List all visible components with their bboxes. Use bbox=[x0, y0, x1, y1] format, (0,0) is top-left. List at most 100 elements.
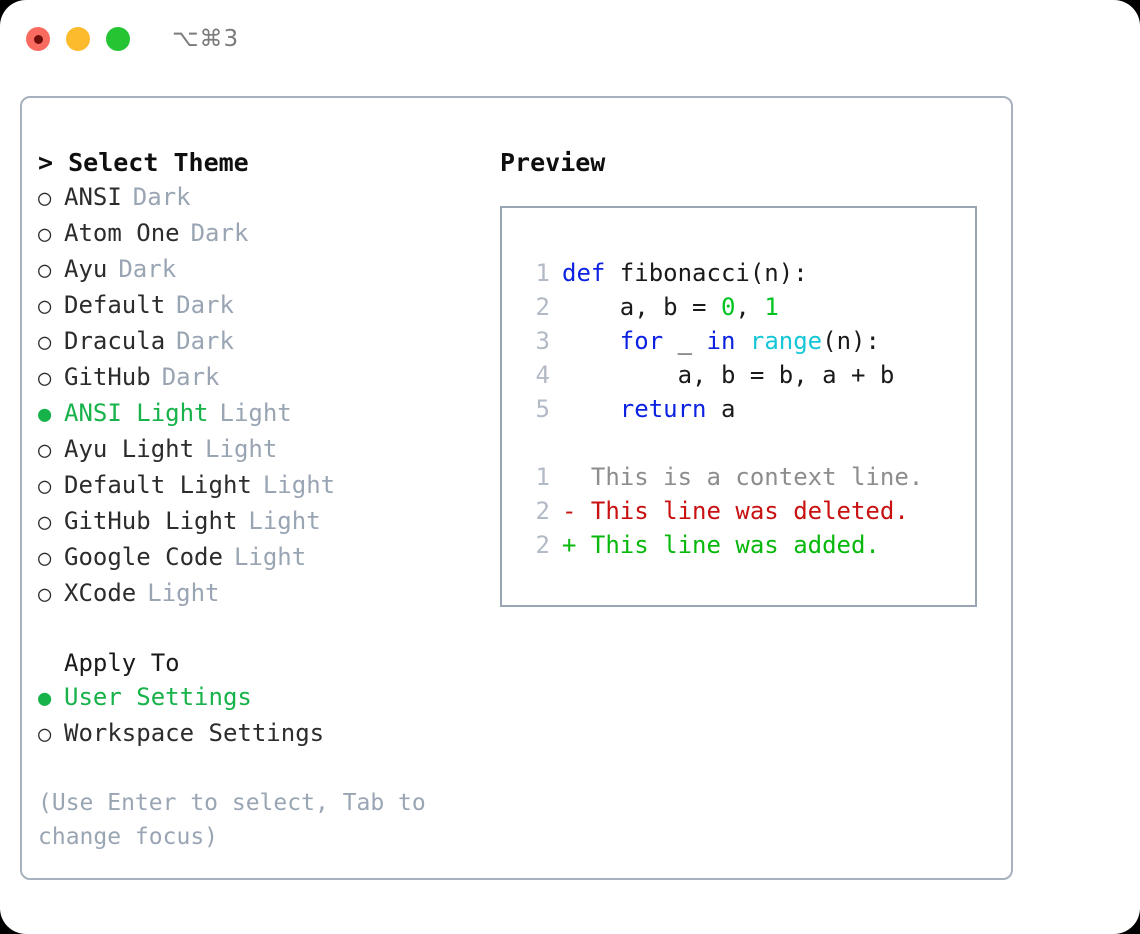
theme-option-label: Atom One bbox=[64, 219, 180, 247]
code-token bbox=[562, 327, 620, 355]
code-token: range bbox=[749, 327, 823, 355]
code-token: for bbox=[619, 327, 664, 355]
code-token: in bbox=[706, 327, 736, 355]
radio-unselected-icon: ○ bbox=[38, 366, 52, 391]
radio-unselected-icon: ○ bbox=[38, 438, 52, 463]
diff-line-add: 2 + This line was added. bbox=[520, 528, 975, 562]
line-number: 1 bbox=[535, 463, 550, 491]
theme-option-variant: Light bbox=[248, 507, 321, 535]
radio-unselected-icon: ○ bbox=[38, 546, 52, 571]
code-token: _ bbox=[663, 327, 707, 355]
code-token: def bbox=[562, 259, 606, 287]
diff-line-text: This is a context line. bbox=[562, 463, 924, 491]
window-title: ⌥⌘3 bbox=[172, 26, 240, 52]
code-line: 5 return a bbox=[520, 392, 975, 426]
diff-line-ctx: 1 This is a context line. bbox=[520, 460, 975, 494]
theme-option-label: GitHub bbox=[64, 363, 151, 391]
diff-line-del: 2- This line was deleted. bbox=[520, 494, 975, 528]
list-spacer bbox=[38, 612, 508, 646]
code-token bbox=[562, 395, 620, 423]
theme-option-variant: Dark bbox=[161, 363, 220, 391]
radio-unselected-icon: ○ bbox=[38, 474, 52, 499]
theme-option-variant: Dark bbox=[176, 327, 234, 355]
theme-option-label: ANSI bbox=[64, 183, 122, 211]
code-diff-gap bbox=[520, 426, 975, 460]
radio-unselected-icon: ○ bbox=[38, 582, 52, 607]
line-number: 5 bbox=[535, 395, 550, 423]
apply-to-option-label: User Settings bbox=[64, 683, 252, 711]
diff-line-text: - This line was deleted. bbox=[562, 497, 909, 525]
theme-option-variant: Light bbox=[205, 435, 278, 463]
radio-unselected-icon: ○ bbox=[38, 510, 52, 535]
theme-option-github-light[interactable]: ○ GitHub Light Light bbox=[38, 504, 508, 540]
theme-option-default-light[interactable]: ○ Default Light Light bbox=[38, 468, 508, 504]
apply-to-option-user-settings[interactable]: ● User Settings bbox=[38, 680, 508, 716]
preview-header: Preview bbox=[500, 148, 606, 177]
theme-option-variant: Dark bbox=[118, 255, 177, 283]
diff-line-text: + This line was added. bbox=[562, 531, 880, 559]
theme-option-label: Default bbox=[64, 291, 166, 319]
minimize-button-icon[interactable] bbox=[66, 27, 90, 51]
radio-unselected-icon: ○ bbox=[38, 222, 52, 247]
code-token: a, b = bbox=[562, 293, 721, 321]
code-token: fibonacci(n): bbox=[605, 259, 808, 287]
code-line-content: for _ in range(n): bbox=[562, 324, 880, 358]
code-line-content: def fibonacci(n): bbox=[562, 256, 808, 290]
radio-selected-icon: ● bbox=[38, 402, 52, 427]
theme-option-variant: Light bbox=[233, 543, 307, 571]
hint-spacer bbox=[38, 752, 508, 786]
theme-option-label: Google Code bbox=[64, 543, 223, 571]
code-line-content: a, b = 0, 1 bbox=[562, 290, 779, 324]
apply-to-option-label: Workspace Settings bbox=[64, 719, 325, 747]
zoom-button-icon[interactable] bbox=[106, 27, 130, 51]
code-line: 4 a, b = b, a + b bbox=[520, 358, 975, 392]
line-number: 2 bbox=[535, 531, 550, 559]
close-pip-icon bbox=[33, 34, 43, 44]
code-token: 1 bbox=[764, 293, 779, 321]
radio-unselected-icon: ○ bbox=[38, 294, 52, 319]
theme-option-label: ANSI Light bbox=[64, 399, 209, 427]
radio-selected-icon: ● bbox=[38, 686, 52, 711]
close-button-icon[interactable] bbox=[26, 27, 50, 51]
code-token: 0 bbox=[720, 293, 736, 321]
theme-option-label: GitHub Light bbox=[64, 507, 238, 535]
theme-option-label: Default Light bbox=[64, 471, 252, 499]
apply-to-option-workspace-settings[interactable]: ○ Workspace Settings bbox=[38, 716, 508, 752]
code-line-content: return a bbox=[562, 392, 736, 426]
apply-to-option-list: ● User Settings ○ Workspace Settings bbox=[38, 680, 508, 752]
code-line: 2 a, b = 0, 1 bbox=[520, 290, 975, 324]
theme-option-label: Ayu Light bbox=[64, 435, 195, 463]
theme-option-variant: Light bbox=[262, 471, 336, 499]
theme-option-label: Ayu bbox=[64, 255, 108, 283]
code-token: return bbox=[619, 395, 707, 423]
theme-option-atom-one[interactable]: ○ Atom One Dark bbox=[38, 216, 508, 252]
radio-unselected-icon: ○ bbox=[38, 186, 52, 211]
theme-option-variant: Dark bbox=[190, 219, 249, 247]
radio-unselected-icon: ○ bbox=[38, 722, 52, 747]
line-number: 3 bbox=[535, 327, 550, 355]
theme-option-github[interactable]: ○ GitHub Dark bbox=[38, 360, 508, 396]
theme-option-variant: Dark bbox=[132, 183, 191, 211]
theme-option-label: XCode bbox=[64, 579, 137, 607]
theme-option-label: Dracula bbox=[64, 327, 166, 355]
theme-option-google-code[interactable]: ○ Google Code Light bbox=[38, 540, 508, 576]
line-number: 2 bbox=[535, 293, 550, 321]
theme-option-ayu-light[interactable]: ○ Ayu Light Light bbox=[38, 432, 508, 468]
code-token: , bbox=[735, 293, 765, 321]
theme-picker-header: > Select Theme bbox=[38, 148, 249, 177]
theme-option-ansi[interactable]: ○ ANSI Dark bbox=[38, 180, 508, 216]
keyboard-hint: (Use Enter to select, Tab to change focu… bbox=[38, 790, 426, 850]
code-token: a bbox=[706, 395, 736, 423]
